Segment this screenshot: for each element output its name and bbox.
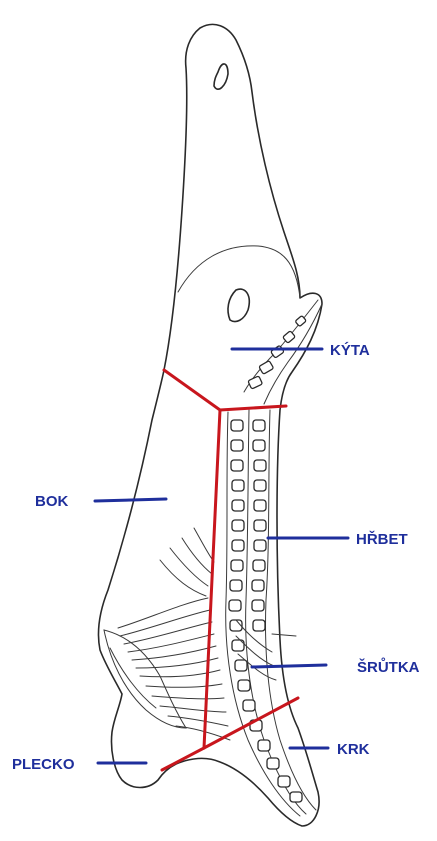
label-krk: KRK xyxy=(337,741,370,758)
label-kyta: KÝTA xyxy=(330,341,370,359)
label-bok: BOK xyxy=(35,493,69,510)
label-srutka: ŠRŮTKA xyxy=(357,657,420,676)
pointer-srutka xyxy=(252,665,326,667)
pointer-bok xyxy=(95,499,166,501)
label-plecko: PLECKO xyxy=(12,756,75,773)
label-hrbet: HŘBET xyxy=(356,530,408,548)
